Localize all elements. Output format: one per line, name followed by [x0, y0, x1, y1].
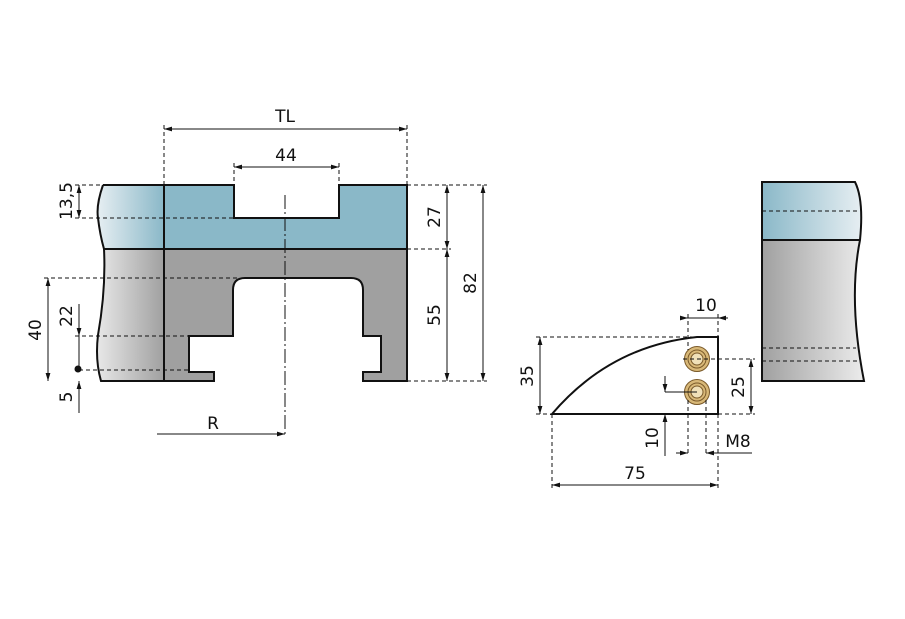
dim-5: 5: [57, 392, 77, 403]
side-outline: [761, 181, 866, 382]
dim-10-top: 10: [695, 296, 717, 316]
dim-55: 55: [425, 304, 445, 326]
profile-outline: [96, 184, 408, 382]
dim-25: 25: [729, 376, 749, 398]
side-lower-part: [762, 240, 864, 381]
dim-75: 75: [624, 464, 646, 484]
lower-part: [164, 249, 407, 381]
dim-13-5: 13,5: [57, 182, 77, 220]
upper-part: [164, 185, 407, 249]
wedge-part: 35 25 10 10 M8 75: [518, 296, 755, 490]
upper-part-fade: [97, 185, 164, 249]
side-view: [761, 181, 866, 382]
dim-35: 35: [518, 365, 538, 387]
bending-tool-profile: TL 44 13,5 27 55 82 40 22 5 R: [26, 107, 487, 437]
wedge-body: [549, 336, 719, 415]
dim-44: 44: [275, 146, 297, 166]
dim-82: 82: [461, 272, 481, 294]
dim-r: R: [207, 414, 219, 434]
dim-22: 22: [57, 305, 77, 327]
dim-tl: TL: [274, 107, 295, 127]
dim-m8: M8: [725, 432, 750, 452]
dim-40: 40: [26, 319, 46, 341]
dim-27: 27: [425, 206, 445, 228]
dim-10-side: 10: [643, 427, 663, 449]
reference-dot: [74, 365, 82, 373]
lower-part-fade: [97, 249, 164, 381]
